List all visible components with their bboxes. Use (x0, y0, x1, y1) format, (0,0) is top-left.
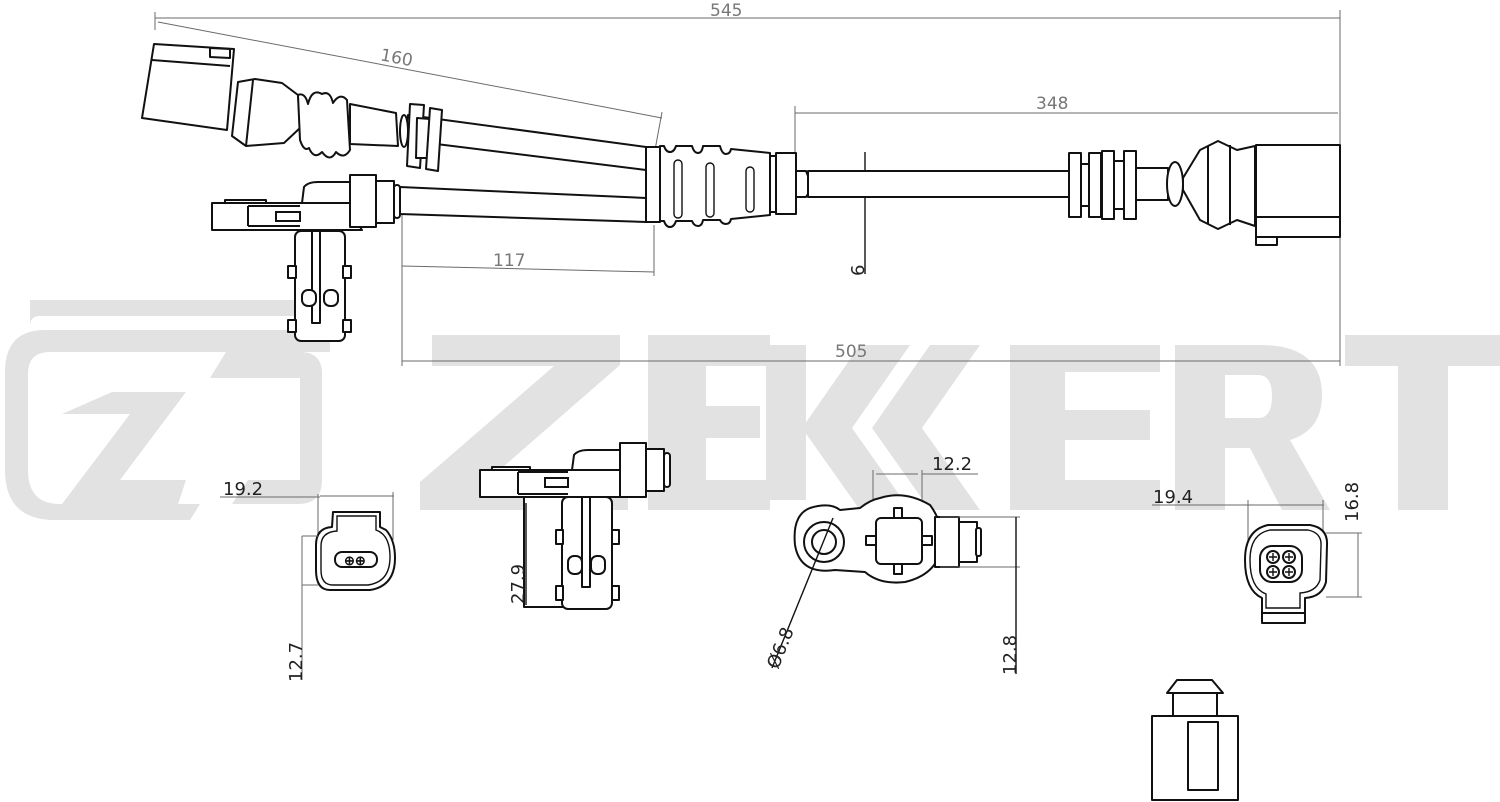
dim-348-label: 348 (1036, 94, 1068, 114)
dim-27-9-label: 27.9 (508, 564, 529, 604)
four-pin-connector-main (1068, 140, 1341, 246)
sensor-assembly-main-view (141, 43, 1341, 342)
dim-12-8-label: 12.8 (1000, 635, 1021, 675)
dimension-sensor-to-connector: 505 (402, 342, 1340, 362)
dim-505-label: 505 (835, 342, 867, 362)
two-pin-connector-main (141, 43, 443, 172)
dim-12-7-label: 12.7 (286, 642, 307, 682)
cable-junction-housing (645, 145, 809, 228)
dimension-overall-length: 545 (154, 1, 1341, 366)
dim-12-2-label: 12.2 (932, 454, 972, 475)
dimension-sensor-branch: 117 (401, 210, 655, 366)
dim-545-label: 545 (710, 1, 742, 21)
dim-19-4-label: 19.4 (1153, 487, 1193, 508)
detail-sensor-head-top-view: 12.2 12.8 Ø6.8 (763, 454, 1021, 675)
detail-four-pin-connector: 19.4 16.8 (1152, 482, 1363, 624)
zekert-wordmark (420, 335, 1500, 510)
detail-connector-side-view (1151, 679, 1239, 801)
pin-icons: ⊕⊕ (344, 553, 366, 568)
dim-diameter-6-8-label: Ø6.8 (763, 624, 799, 672)
lower-branch-cable (399, 186, 647, 223)
main-cable (807, 170, 1071, 198)
detail-two-pin-connector: 19.2 ⊕⊕ 12.7 (220, 479, 396, 682)
dim-19-2-label: 19.2 (223, 479, 263, 500)
detail-sensor-side-view: 27.9 (479, 442, 671, 610)
dim-160-label: 160 (379, 45, 415, 71)
zekert-logo-icon (5, 300, 330, 520)
dim-117-label: 117 (493, 251, 525, 271)
zekert-watermark (5, 300, 1500, 520)
dim-16-8-label: 16.8 (1342, 482, 1363, 522)
dimension-main-cable: 348 (794, 94, 1338, 155)
dim-6-label: 6 (848, 265, 869, 276)
abs-sensor-head-main (211, 174, 401, 342)
